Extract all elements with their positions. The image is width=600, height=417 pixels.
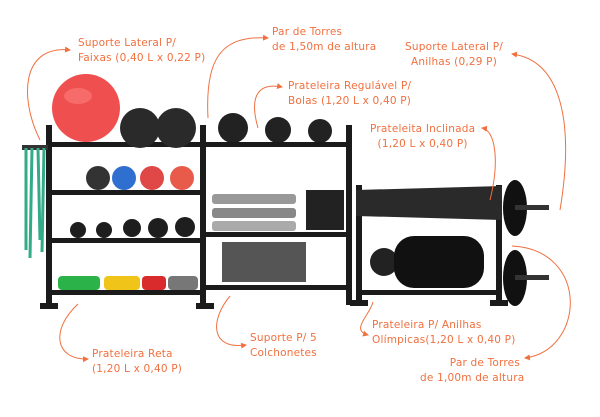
label-line: Suporte Lateral P/ [405,41,503,53]
label-towers-150: Par de Torres de 1,50m de altura [272,25,376,55]
label-line: Anilhas (0,29 P) [410,56,497,68]
label-side-plates-support: Suporte Lateral P/ Anilhas (0,29 P) [405,40,503,70]
label-line: Par de Torres [449,357,520,369]
label-straight-shelf: Prateleira Reta (1,20 L x 0,40 P) [92,347,182,377]
label-line: Colchonetes [250,347,317,359]
kettlebells [70,217,195,238]
label-line: Suporte P/ 5 [250,332,317,344]
balls [52,74,332,190]
label-olympic-plates-shelf: Prateleira P/ Anilhas Olímpicas(1,20 L x… [372,318,515,348]
right-rack [350,180,549,306]
label-side-bands-support: Suporte Lateral P/ Faixas (0,40 L x 0,22… [78,36,205,66]
annotation-arrows [27,34,571,363]
side-bands [22,145,48,259]
label-line: Faixas (0,40 L x 0,22 P) [78,52,206,64]
label-line: Prateleira Regulável P/ [288,80,412,92]
label-ball-shelf: Prateleira Regulável P/ Bolas (1,20 L x … [288,79,411,109]
label-line: (1,20 L x 0,40 P) [377,138,468,150]
label-mats-support: Suporte P/ 5 Colchonetes [250,331,317,361]
sandbags [58,276,198,290]
label-line: Prateleira Reta [92,348,173,360]
label-line: de 1,50m de altura [272,41,377,53]
middle-rack [206,125,352,305]
left-rack [40,125,214,309]
label-line: Par de Torres [272,26,343,38]
label-inclined-shelf: Prateleita Inclinada (1,20 L x 0,40 P) [370,122,475,152]
label-line: Prateleita Inclinada [370,123,476,135]
label-towers-100: Par de Torres de 1,00m de altura [420,356,525,386]
label-line: Bolas (1,20 L x 0,40 P) [288,95,412,107]
label-line: Prateleira P/ Anilhas [372,319,482,331]
label-line: (1,20 L x 0,40 P) [92,363,183,375]
label-line: Olímpicas(1,20 L x 0,40 P) [372,334,516,346]
label-line: de 1,00m de altura [420,372,525,384]
label-line: Suporte Lateral P/ [78,37,176,49]
